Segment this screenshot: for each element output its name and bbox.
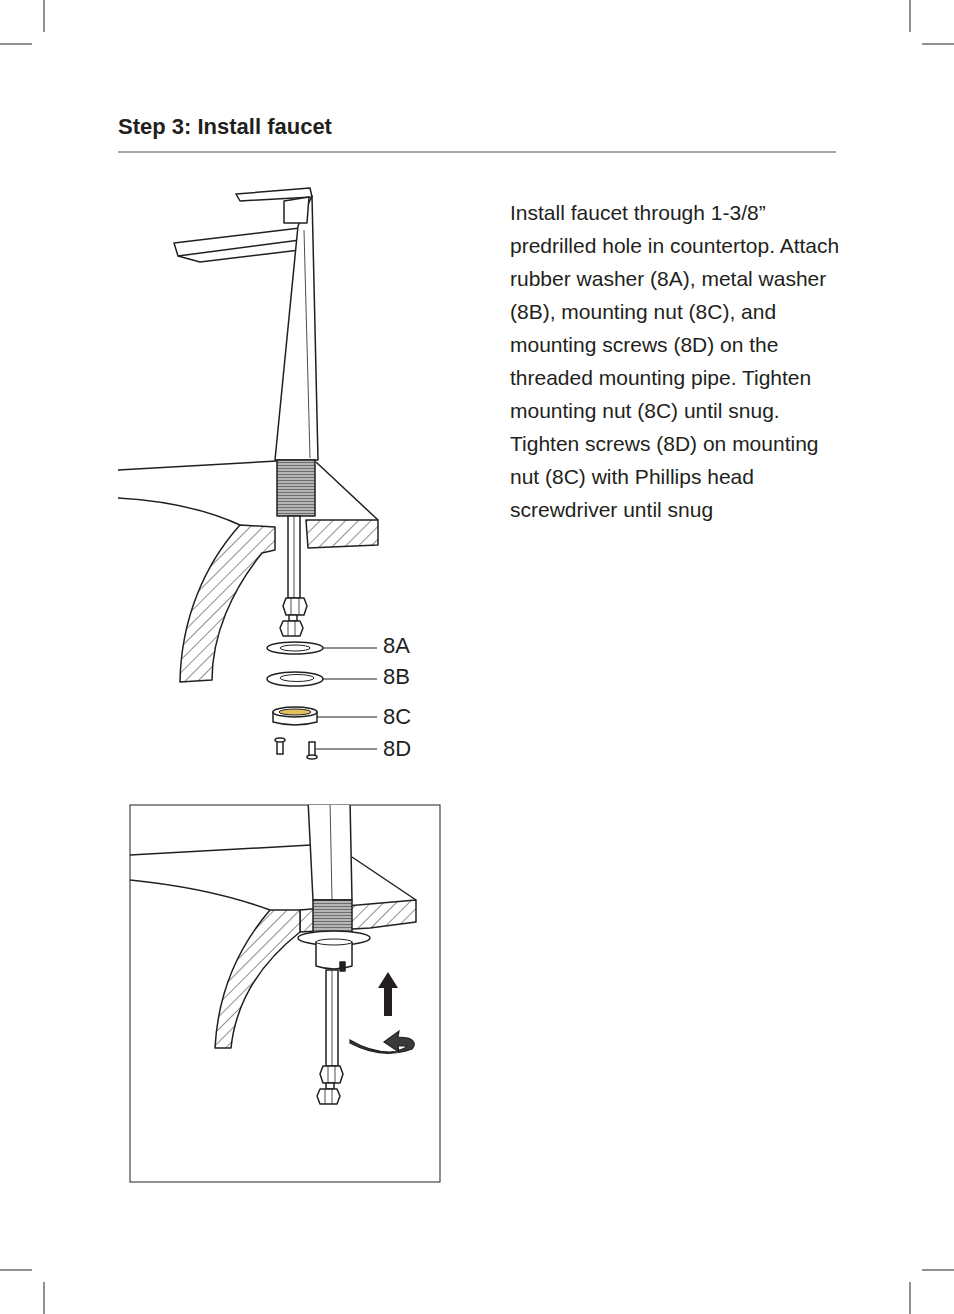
mounting-screw [275,738,317,759]
tighten-arrows [350,972,414,1053]
metal-washer [267,672,323,686]
rubber-washer [267,642,323,654]
step-title: Step 3: Install faucet [118,114,332,140]
leader-lines [316,648,377,749]
faucet-exploded-view [118,188,378,682]
callout-number: 8B [381,664,412,690]
instruction-text: Install faucet through 1-3/8” predrilled… [510,196,845,526]
callout-number: 8A [381,633,412,659]
mounting-parts [267,642,323,759]
title-rule [118,151,836,153]
callout-number: 8D [381,736,413,762]
faucet-installed-view [130,805,416,1104]
inset-frame [130,805,440,1182]
mounting-nut [273,707,317,725]
callout-number: 8C [381,704,413,730]
